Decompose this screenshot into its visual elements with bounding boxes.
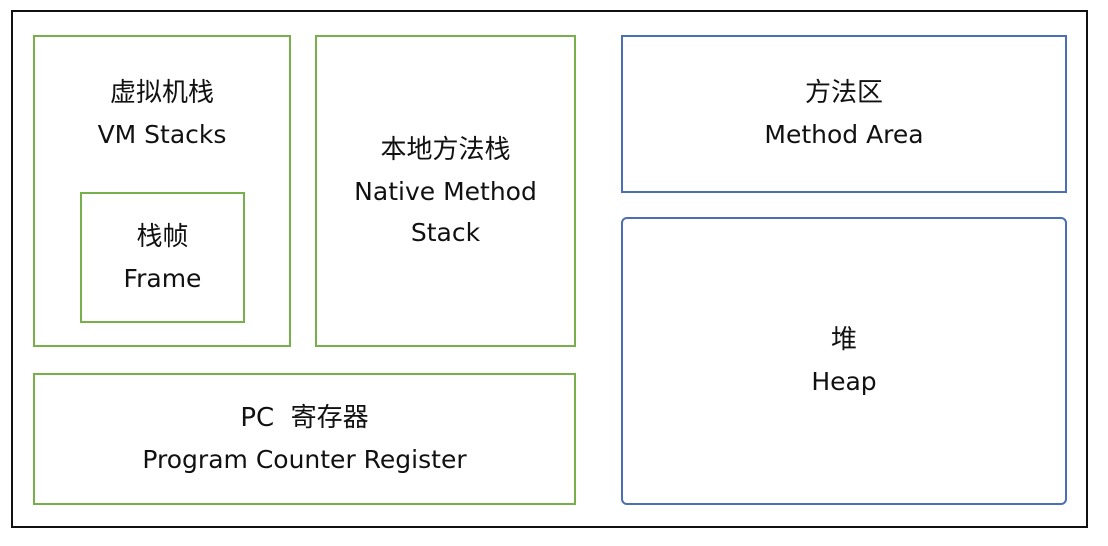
method-area-label-en: Method Area	[764, 120, 924, 149]
native-method-stack-box: 本地方法栈 Native Method Stack	[315, 35, 576, 347]
pc-register-label-zh: PC 寄存器	[240, 403, 369, 433]
method-area-label-zh: 方法区	[804, 78, 883, 108]
heap-label-en: Heap	[811, 367, 877, 396]
pc-register-label-en: Program Counter Register	[142, 445, 467, 474]
native-method-stack-label-en-2: Stack	[410, 217, 481, 247]
vm-stacks-label-zh: 虚拟机栈	[109, 78, 214, 108]
native-method-stack-label-en-1: Native Method	[354, 176, 537, 206]
pc-register-box: PC 寄存器 Program Counter Register	[33, 373, 576, 505]
frame-box: 栈帧 Frame	[80, 192, 245, 323]
runtime-data-area-frame	[11, 10, 1088, 528]
heap-label-zh: 堆	[830, 325, 857, 355]
frame-label-en: Frame	[123, 263, 202, 293]
heap-box: 堆 Heap	[621, 217, 1067, 505]
vm-stacks-box: 虚拟机栈 VM Stacks	[33, 35, 291, 347]
method-area-box: 方法区 Method Area	[621, 35, 1067, 193]
native-method-stack-label-zh: 本地方法栈	[380, 134, 511, 165]
frame-label-zh: 栈帧	[136, 221, 189, 252]
vm-stacks-label-en: VM Stacks	[97, 120, 227, 149]
